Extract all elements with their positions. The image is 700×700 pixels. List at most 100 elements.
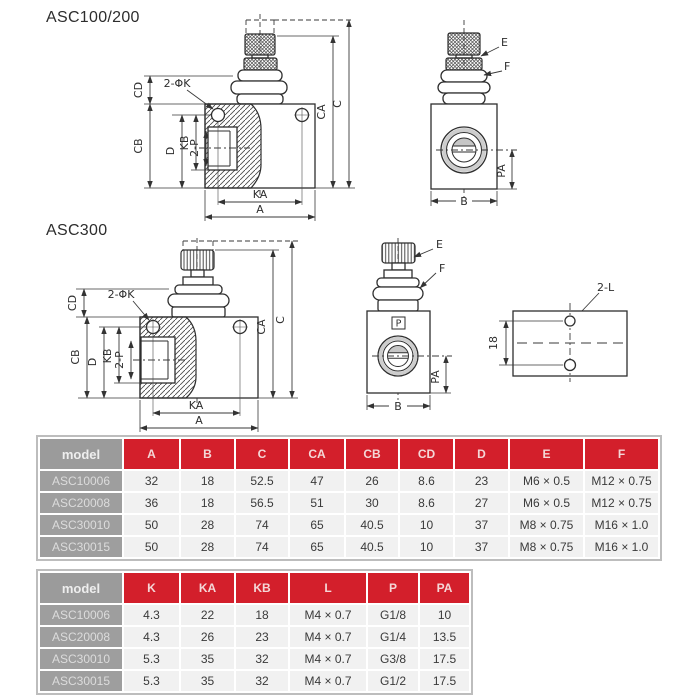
value-cell: M12 × 0.75 <box>585 493 658 513</box>
value-cell: 23 <box>236 627 288 647</box>
value-cell: 65 <box>290 515 344 535</box>
valve-body <box>430 103 517 190</box>
value-cell: 28 <box>181 537 234 557</box>
table-row: ASC10006 32 18 52.5 47 26 8.6 23 M6 × 0.… <box>40 471 658 491</box>
value-cell: 35 <box>181 671 234 691</box>
value-cell: 37 <box>455 537 508 557</box>
value-cell: M16 × 1.0 <box>585 515 658 535</box>
dim-label-cd: CD <box>132 82 145 98</box>
dim-label-ka: KA <box>189 399 204 412</box>
value-cell: 26 <box>181 627 234 647</box>
adjust-knob <box>437 32 491 105</box>
table1-header-row: model A B C CA CB CD D E F <box>40 439 658 469</box>
table1-header-b: B <box>181 439 234 469</box>
value-cell: 40.5 <box>346 515 398 535</box>
value-cell: M12 × 0.75 <box>585 471 658 491</box>
value-cell: G3/8 <box>368 649 418 669</box>
table2-header-model: model <box>40 573 122 603</box>
adjust-knob <box>230 33 288 105</box>
value-cell: 17.5 <box>420 671 469 691</box>
section-title-asc100-200: ASC100/200 <box>46 9 140 26</box>
value-cell: M4 × 0.7 <box>290 671 366 691</box>
value-cell: 30 <box>346 493 398 513</box>
dim-label-e: E <box>436 238 443 251</box>
value-cell: 35 <box>181 649 234 669</box>
value-cell: 32 <box>124 471 179 491</box>
port-mark-p: P <box>396 319 402 330</box>
table1-header-ca: CA <box>290 439 344 469</box>
value-cell: 32 <box>236 649 288 669</box>
value-cell: 8.6 <box>400 471 453 491</box>
dimensions: CD CB D KB 2-P CA C KA A 2-ΦK <box>132 19 355 221</box>
value-cell: 4.3 <box>124 605 179 625</box>
value-cell: M8 × 0.75 <box>510 515 583 535</box>
value-cell: 51 <box>290 493 344 513</box>
value-cell: 18 <box>181 471 234 491</box>
knob-travel-dashes <box>245 19 353 33</box>
asc100-front-view: CD CB D KB 2-P CA C KA A 2-ΦK <box>132 14 355 221</box>
value-cell: 5.3 <box>124 649 179 669</box>
value-cell: 36 <box>124 493 179 513</box>
model-cell: ASC30015 <box>40 537 122 557</box>
value-cell: G1/2 <box>368 671 418 691</box>
dim-label-ca: CA <box>315 104 328 120</box>
value-cell: 32 <box>236 671 288 691</box>
knob-travel-dashes <box>182 240 298 250</box>
value-cell: 10 <box>400 537 453 557</box>
table2-header-kb: KB <box>236 573 288 603</box>
value-cell: 50 <box>124 537 179 557</box>
dim-label-c: C <box>331 100 344 108</box>
table1-header-e: E <box>510 439 583 469</box>
value-cell: M6 × 0.5 <box>510 493 583 513</box>
table1-header-a: A <box>124 439 179 469</box>
dim-label-a: A <box>256 203 264 216</box>
dimensions: E F PA B <box>366 238 451 413</box>
dim-label-18: 18 <box>487 336 500 350</box>
dim-label-2p: 2-P <box>188 139 201 157</box>
value-cell: 23 <box>455 471 508 491</box>
table-row: ASC30015 50 28 74 65 40.5 10 37 M8 × 0.7… <box>40 537 658 557</box>
table1-header-f: F <box>585 439 658 469</box>
value-cell: 74 <box>236 537 288 557</box>
model-cell: ASC20008 <box>40 493 122 513</box>
value-cell: 65 <box>290 537 344 557</box>
table2-header-row: model K KA KB L P PA <box>40 573 469 603</box>
value-cell: 26 <box>346 471 398 491</box>
value-cell: 40.5 <box>346 537 398 557</box>
dim-label-d: D <box>164 147 177 155</box>
table1-header-model: model <box>40 439 122 469</box>
asc300-front-view: CD CB D KB 2-P CA C KA A 2-ΦK <box>66 238 298 432</box>
table2-header-l: L <box>290 573 366 603</box>
dim-label-2-phi-k: 2-ΦK <box>108 288 136 301</box>
dim-label-f: F <box>504 60 510 73</box>
dim-label-2-phi-k: 2-ΦK <box>164 77 192 90</box>
dim-label-a: A <box>195 414 203 427</box>
dim-label-b: B <box>460 195 468 208</box>
value-cell: G1/4 <box>368 627 418 647</box>
model-cell: ASC30010 <box>40 515 122 535</box>
value-cell: 22 <box>181 605 234 625</box>
value-cell: M16 × 1.0 <box>585 537 658 557</box>
valve-body: P <box>366 310 452 394</box>
dim-label-e: E <box>501 36 508 49</box>
table2-header-p: P <box>368 573 418 603</box>
value-cell: M4 × 0.7 <box>290 627 366 647</box>
table-1: model A B C CA CB CD D E F ASC10006 32 1… <box>38 437 660 559</box>
dim-label-kb: KB <box>101 349 114 364</box>
section-title-asc300: ASC300 <box>46 222 108 239</box>
asc300-top-view: 2-L 18 <box>487 281 628 382</box>
adjust-knob <box>167 249 230 318</box>
dim-label-pa: PA <box>495 164 508 178</box>
value-cell: 17.5 <box>420 649 469 669</box>
value-cell: 74 <box>236 515 288 535</box>
asc300-side-view: P E F PA B <box>366 238 452 413</box>
value-cell: G1/8 <box>368 605 418 625</box>
table1-header-cb: CB <box>346 439 398 469</box>
value-cell: M8 × 0.75 <box>510 537 583 557</box>
value-cell: 50 <box>124 515 179 535</box>
model-cell: ASC10006 <box>40 605 122 625</box>
table2-header-pa: PA <box>420 573 469 603</box>
table1-header-d: D <box>455 439 508 469</box>
asc100-side-view: E F PA B <box>430 20 517 208</box>
table2-header-k: K <box>124 573 179 603</box>
